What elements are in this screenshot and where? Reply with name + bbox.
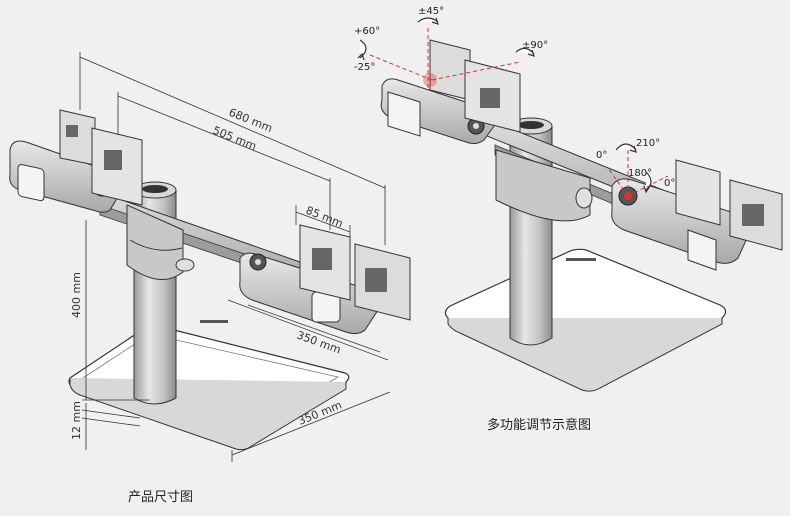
left-figure-caption: 产品尺寸图 [128, 490, 194, 505]
angle-210: 210° [636, 138, 660, 149]
right-base-plate [444, 248, 727, 392]
left-pole-collar [126, 204, 195, 281]
dim-12: 12 mm [70, 401, 83, 440]
left-brand-mark [200, 320, 228, 323]
dim-400: 400 mm [70, 272, 83, 318]
angle-0-left: 0° [596, 150, 607, 161]
rotate-90-arrow-icon [515, 47, 535, 57]
left-dimension-lines [79, 52, 391, 462]
swivel-45-arrow-icon [417, 17, 439, 25]
dim-350-depth: 350 mm [295, 329, 343, 357]
right-monitor-arm-right [611, 159, 783, 271]
angle-plus-60: +60° [354, 26, 380, 37]
dim-505: 505 mm [211, 124, 258, 153]
angle-0-right: 0° [664, 178, 675, 189]
pivot-180-arrow-icon [643, 171, 652, 194]
right-angle-labels: +60° -25° ±45° ±90° 0° 210° 180° 0° [354, 6, 675, 189]
right-rotation-arrows [357, 17, 652, 194]
angle-90: ±90° [522, 40, 548, 51]
right-figure-caption: 多功能调节示意图 [487, 418, 592, 433]
left-vesa-plates-right [299, 224, 411, 321]
right-brand-mark [566, 258, 596, 261]
dim-85: 85 mm [304, 204, 345, 231]
angle-minus-25: -25° [354, 62, 375, 73]
right-stand-drawing [380, 39, 783, 392]
tilt-arrow-icon [357, 39, 367, 61]
right-pole-collar [495, 149, 593, 222]
angle-180: 180° [628, 168, 652, 179]
left-stand-drawing [9, 109, 411, 451]
right-monitor-arm-left [380, 39, 521, 145]
left-monitor-arm-right [239, 252, 381, 335]
angle-45: ±45° [418, 6, 444, 17]
pivot-210-arrow-icon [615, 143, 637, 153]
left-vesa-plates-left [59, 109, 143, 206]
